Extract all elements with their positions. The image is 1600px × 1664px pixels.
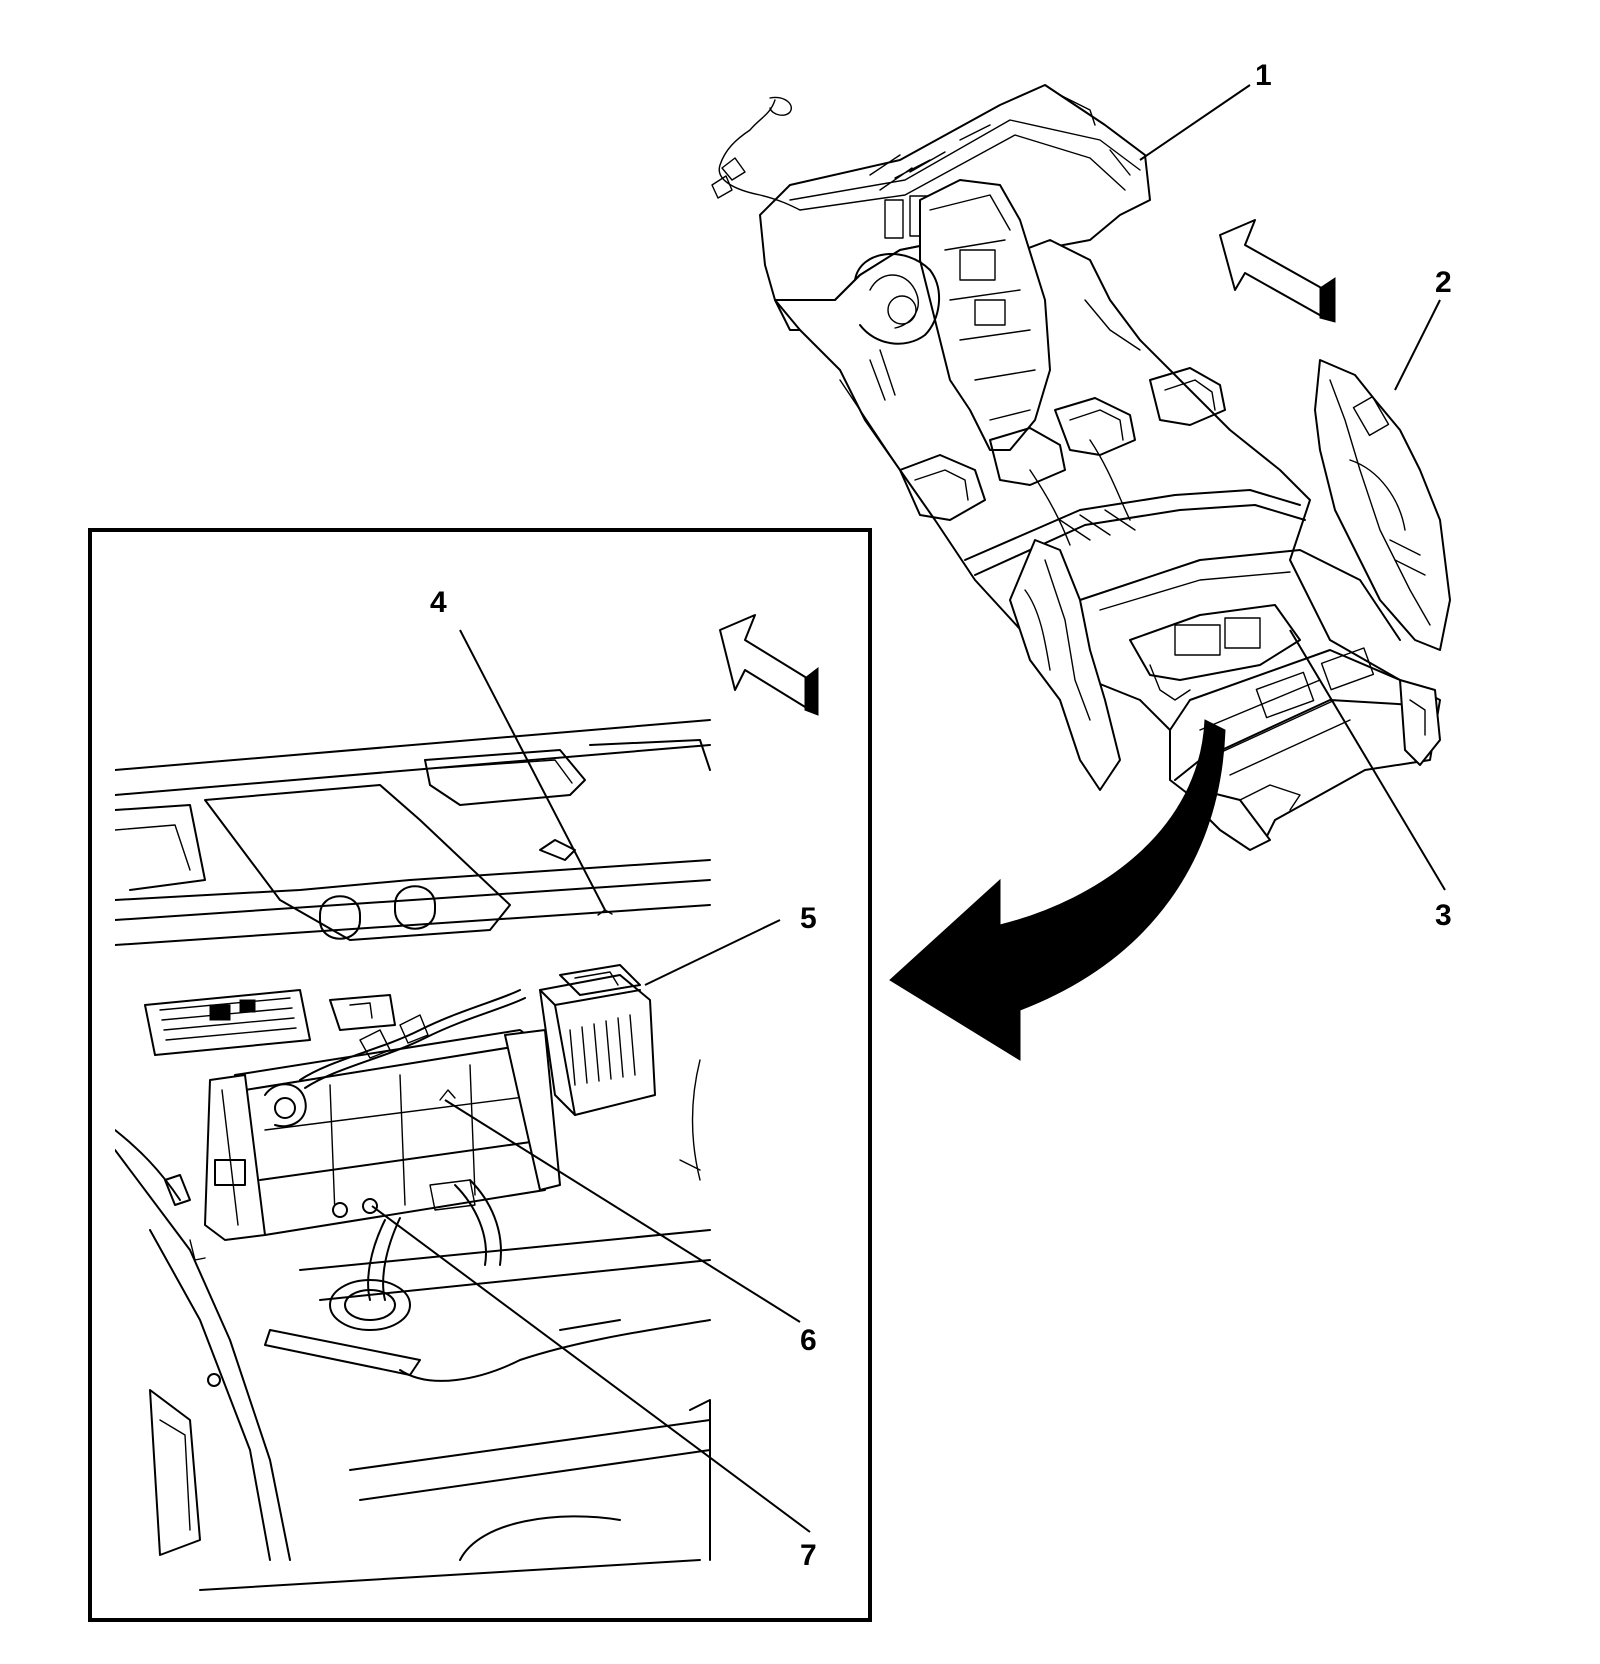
callout-leaders [371,84,1446,1533]
callout-4: 4 [430,586,447,619]
callout-7: 7 [800,1539,817,1572]
floor-pan [774,179,1451,851]
vehicle-overview-illustration [711,84,1451,1061]
harness-grommet [329,1179,502,1331]
forward-direction-arrow-overview [1219,219,1336,323]
detail-view-curved-arrow [889,719,1226,1061]
callout-3: 3 [1435,899,1452,932]
wiring-harness [711,96,801,211]
amplifier-module [539,964,656,1116]
callout-5: 5 [800,902,817,935]
label-plate [144,989,311,1056]
callout-numbers: 1 2 3 4 5 6 7 [430,59,1452,1572]
callout-6: 6 [800,1324,817,1357]
forward-direction-arrow-detail [719,614,819,716]
callout-2: 2 [1435,266,1452,299]
control-module [204,989,561,1241]
detail-inset [88,528,872,1622]
callout-1: 1 [1255,59,1272,92]
